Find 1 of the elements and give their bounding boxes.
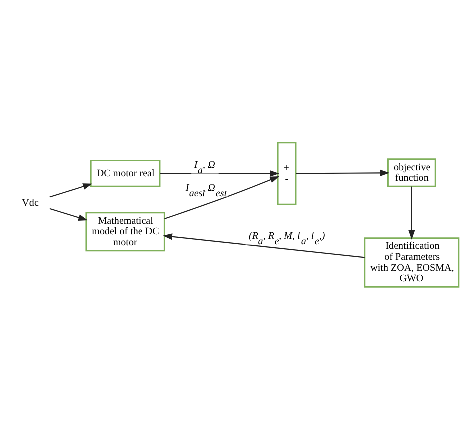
- node-text: Vdc: [22, 197, 39, 208]
